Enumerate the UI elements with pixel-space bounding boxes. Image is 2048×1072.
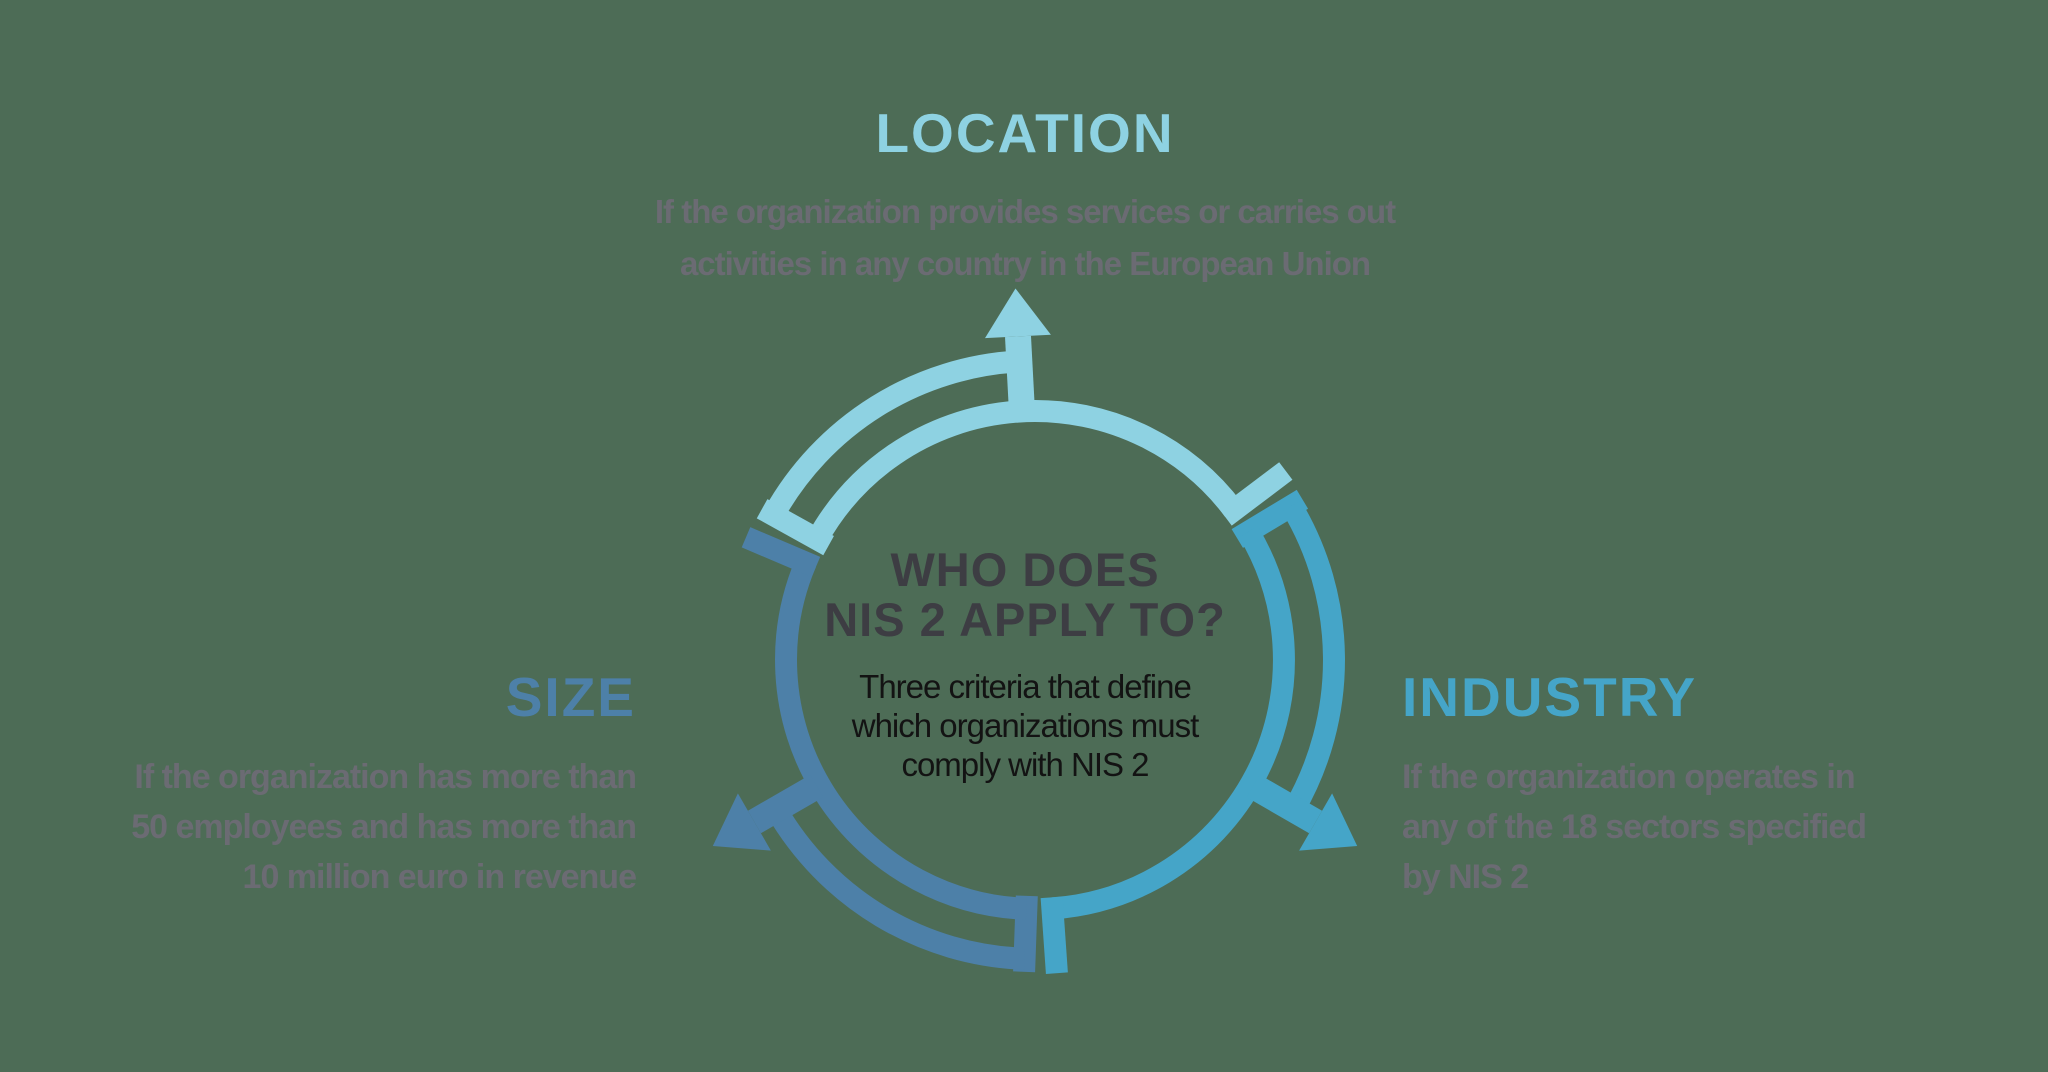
industry-arrowhead-icon xyxy=(1299,793,1358,851)
size-heading: SIZE xyxy=(505,666,636,728)
location-outer-arc xyxy=(763,350,1020,521)
center-title-line1: WHO DOES xyxy=(890,543,1160,596)
location-description-line1: If the organization provides services or… xyxy=(654,193,1396,230)
industry-outer-arc xyxy=(1281,500,1345,815)
location-description: If the organization provides services or… xyxy=(225,186,1825,290)
industry-inner-arc xyxy=(1051,526,1295,920)
location-end-stub xyxy=(1218,462,1293,526)
location-description-line2: activities in any country in the Europea… xyxy=(679,245,1371,282)
size-inner-arc xyxy=(775,558,1027,920)
industry-description-line3: by NIS 2 xyxy=(1402,858,1529,896)
size-outer-arc xyxy=(766,803,1025,970)
industry-description-line2: any of the 18 sectors specified xyxy=(1402,808,1867,846)
industry-end-stub xyxy=(1040,896,1068,974)
location-arrowhead-icon xyxy=(985,288,1051,339)
location-inner-arc xyxy=(807,400,1243,545)
center-title-line2: NIS 2 APPLY TO? xyxy=(824,593,1226,646)
industry-segment xyxy=(1040,489,1358,974)
industry-arrow-shaft xyxy=(1246,774,1323,834)
center-subtitle-line3: comply with NIS 2 xyxy=(901,746,1149,783)
location-segment xyxy=(756,288,1293,556)
size-description-line2: 50 employees and has more than xyxy=(131,808,637,846)
center-title: WHO DOES NIS 2 APPLY TO? xyxy=(425,545,1625,645)
location-arrow-shaft xyxy=(1005,335,1035,409)
size-arrow-shaft xyxy=(747,774,824,834)
size-description-line3: 10 million euro in revenue xyxy=(242,858,637,896)
location-heading: LOCATION xyxy=(875,102,1175,164)
size-segment xyxy=(712,527,1038,973)
industry-heading: INDUSTRY xyxy=(1402,666,1698,728)
industry-description-line1: If the organization operates in xyxy=(1402,758,1856,796)
size-arrowhead-icon xyxy=(712,793,771,851)
industry-description: If the organization operates in any of t… xyxy=(1402,752,2022,902)
size-end-stub xyxy=(741,527,821,578)
center-subtitle-line2: which organizations must xyxy=(851,707,1200,744)
size-description: If the organization has more than 50 emp… xyxy=(36,752,637,902)
center-subtitle-line1: Three criteria that define xyxy=(859,668,1192,705)
size-description-line1: If the organization has more than xyxy=(134,758,637,796)
center-subtitle: Three criteria that define which organiz… xyxy=(425,667,1625,784)
